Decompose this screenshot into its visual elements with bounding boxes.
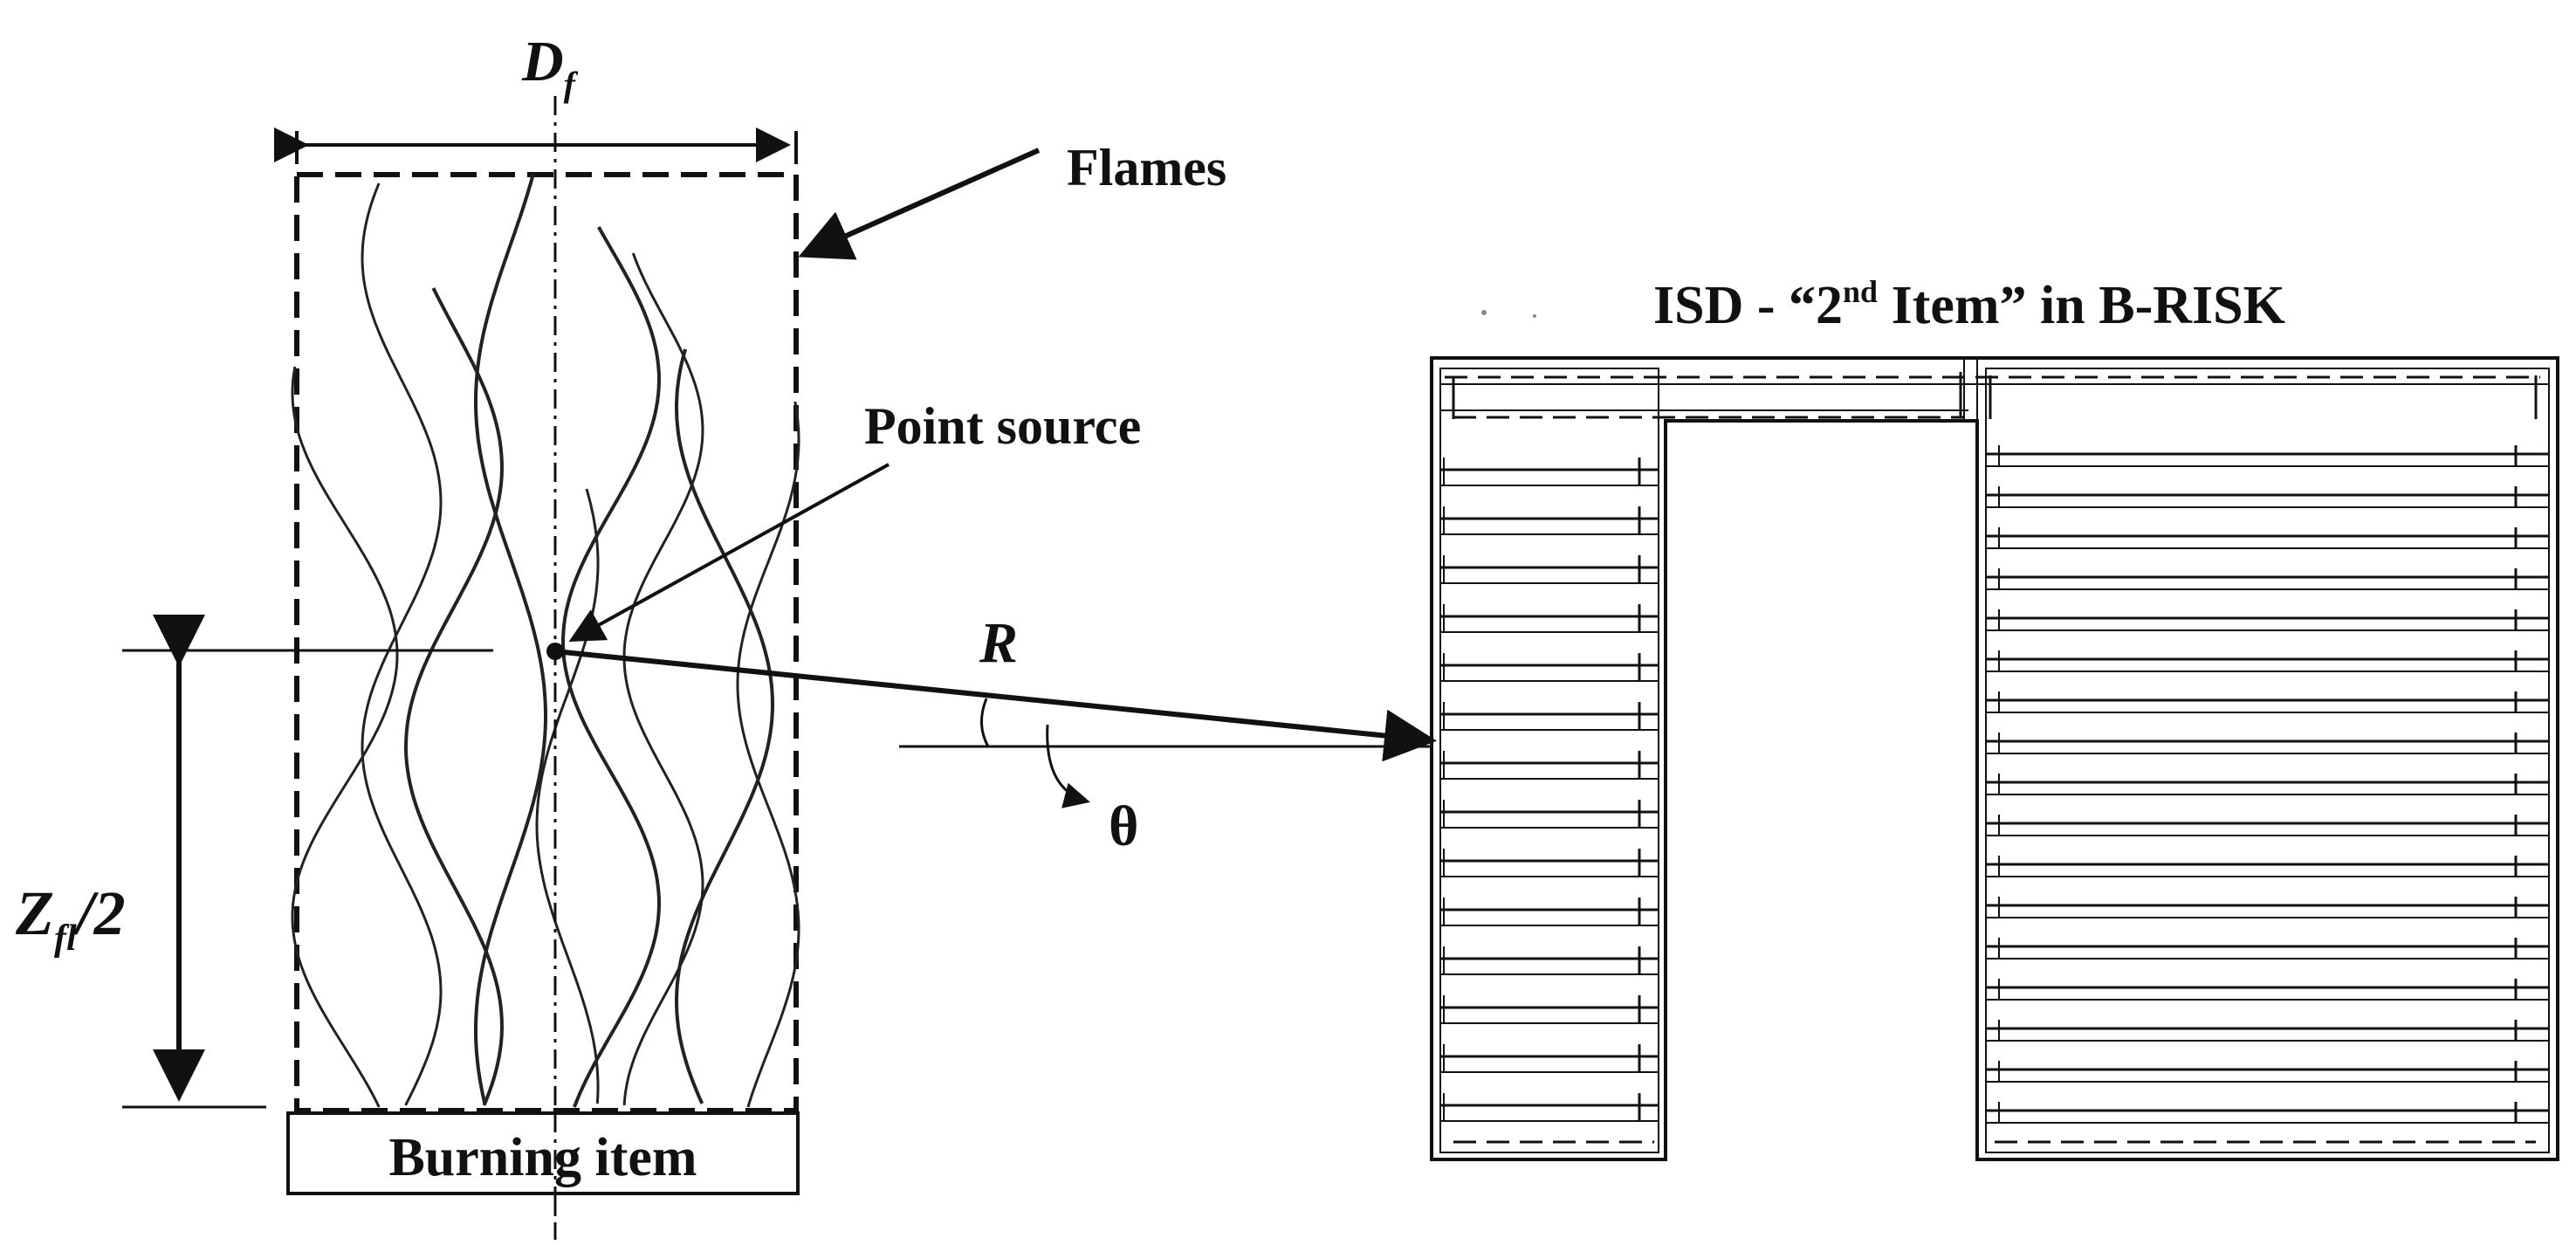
flame-curve (674, 348, 775, 1104)
isd-title: ISD - “2nd Item” in B-RISK (1653, 274, 2285, 335)
angle-label: θ (1109, 794, 1138, 858)
burning-item-box (286, 1111, 800, 1195)
half-height-dimension (122, 615, 266, 1109)
flame-curve (560, 226, 662, 1108)
flames-label: Flames (1067, 139, 1226, 196)
diameter-label: Df (521, 30, 579, 104)
flame-curve (474, 174, 547, 1104)
isd-item (1430, 356, 2559, 1161)
point-source-label: Point source (864, 397, 1141, 455)
isd-outline (1430, 356, 2559, 1161)
flames-arrow (798, 148, 1041, 260)
distance-label: R (979, 611, 1018, 675)
isd-slats (1440, 445, 2549, 1124)
angle-pointer (1046, 724, 1090, 808)
diameter-dimension (274, 127, 798, 164)
flame-curve (736, 401, 800, 1108)
flame-curve (361, 182, 443, 1106)
burning-item-label: Burning item (388, 1128, 697, 1187)
point-source-arrow (568, 463, 890, 642)
flame-curves (291, 174, 800, 1108)
radiation-distance-line (554, 649, 1437, 762)
flame-curve (403, 287, 505, 1106)
flame-curve (622, 252, 704, 1106)
half-height-label: Zfl/2 (15, 878, 126, 959)
flame-curve (535, 488, 600, 1104)
flame-curve (291, 366, 399, 1108)
flame-envelope-box (294, 172, 799, 1113)
angle-arc (980, 698, 990, 747)
flame-envelope (294, 172, 799, 1113)
